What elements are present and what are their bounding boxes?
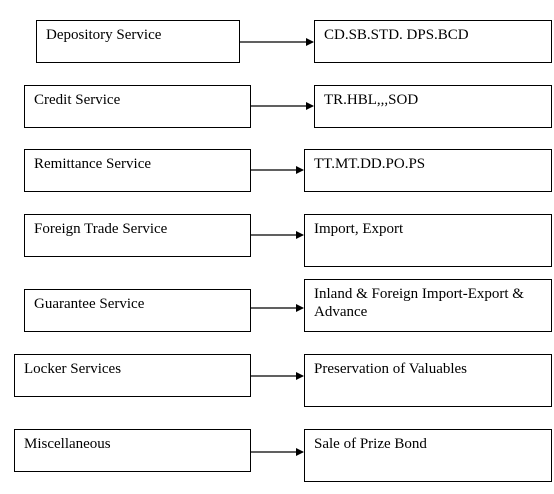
detail-label: Import, Export bbox=[314, 221, 404, 237]
detail-label: Inland & Foreign Import-Export & Advance bbox=[314, 286, 524, 320]
service-box-remittance: Remittance Service bbox=[24, 149, 251, 192]
service-label: Foreign Trade Service bbox=[34, 221, 168, 237]
service-label: Locker Services bbox=[24, 361, 122, 377]
service-box-locker: Locker Services bbox=[14, 354, 251, 397]
service-box-guarantee: Guarantee Service bbox=[24, 289, 251, 332]
detail-box-miscellaneous: Sale of Prize Bond bbox=[304, 429, 552, 482]
detail-box-guarantee: Inland & Foreign Import-Export & Advance bbox=[304, 279, 552, 332]
detail-box-locker: Preservation of Valuables bbox=[304, 354, 552, 407]
service-box-foreign-trade: Foreign Trade Service bbox=[24, 214, 251, 257]
service-label: Miscellaneous bbox=[24, 436, 111, 452]
service-box-credit: Credit Service bbox=[24, 85, 251, 128]
detail-label: Preservation of Valuables bbox=[314, 361, 468, 377]
detail-label: CD.SB.STD. DPS.BCD bbox=[324, 27, 469, 43]
detail-box-foreign-trade: Import, Export bbox=[304, 214, 552, 267]
service-label: Guarantee Service bbox=[34, 296, 145, 312]
detail-label: TR.HBL,,,SOD bbox=[324, 92, 419, 108]
detail-box-credit: TR.HBL,,,SOD bbox=[314, 85, 552, 128]
detail-label: Sale of Prize Bond bbox=[314, 436, 427, 452]
detail-box-remittance: TT.MT.DD.PO.PS bbox=[304, 149, 552, 192]
service-label: Depository Service bbox=[46, 27, 162, 43]
service-box-miscellaneous: Miscellaneous bbox=[14, 429, 251, 472]
detail-box-depository: CD.SB.STD. DPS.BCD bbox=[314, 20, 552, 63]
service-label: Credit Service bbox=[34, 92, 121, 108]
service-box-depository: Depository Service bbox=[36, 20, 240, 63]
detail-label: TT.MT.DD.PO.PS bbox=[314, 156, 426, 172]
service-label: Remittance Service bbox=[34, 156, 152, 172]
